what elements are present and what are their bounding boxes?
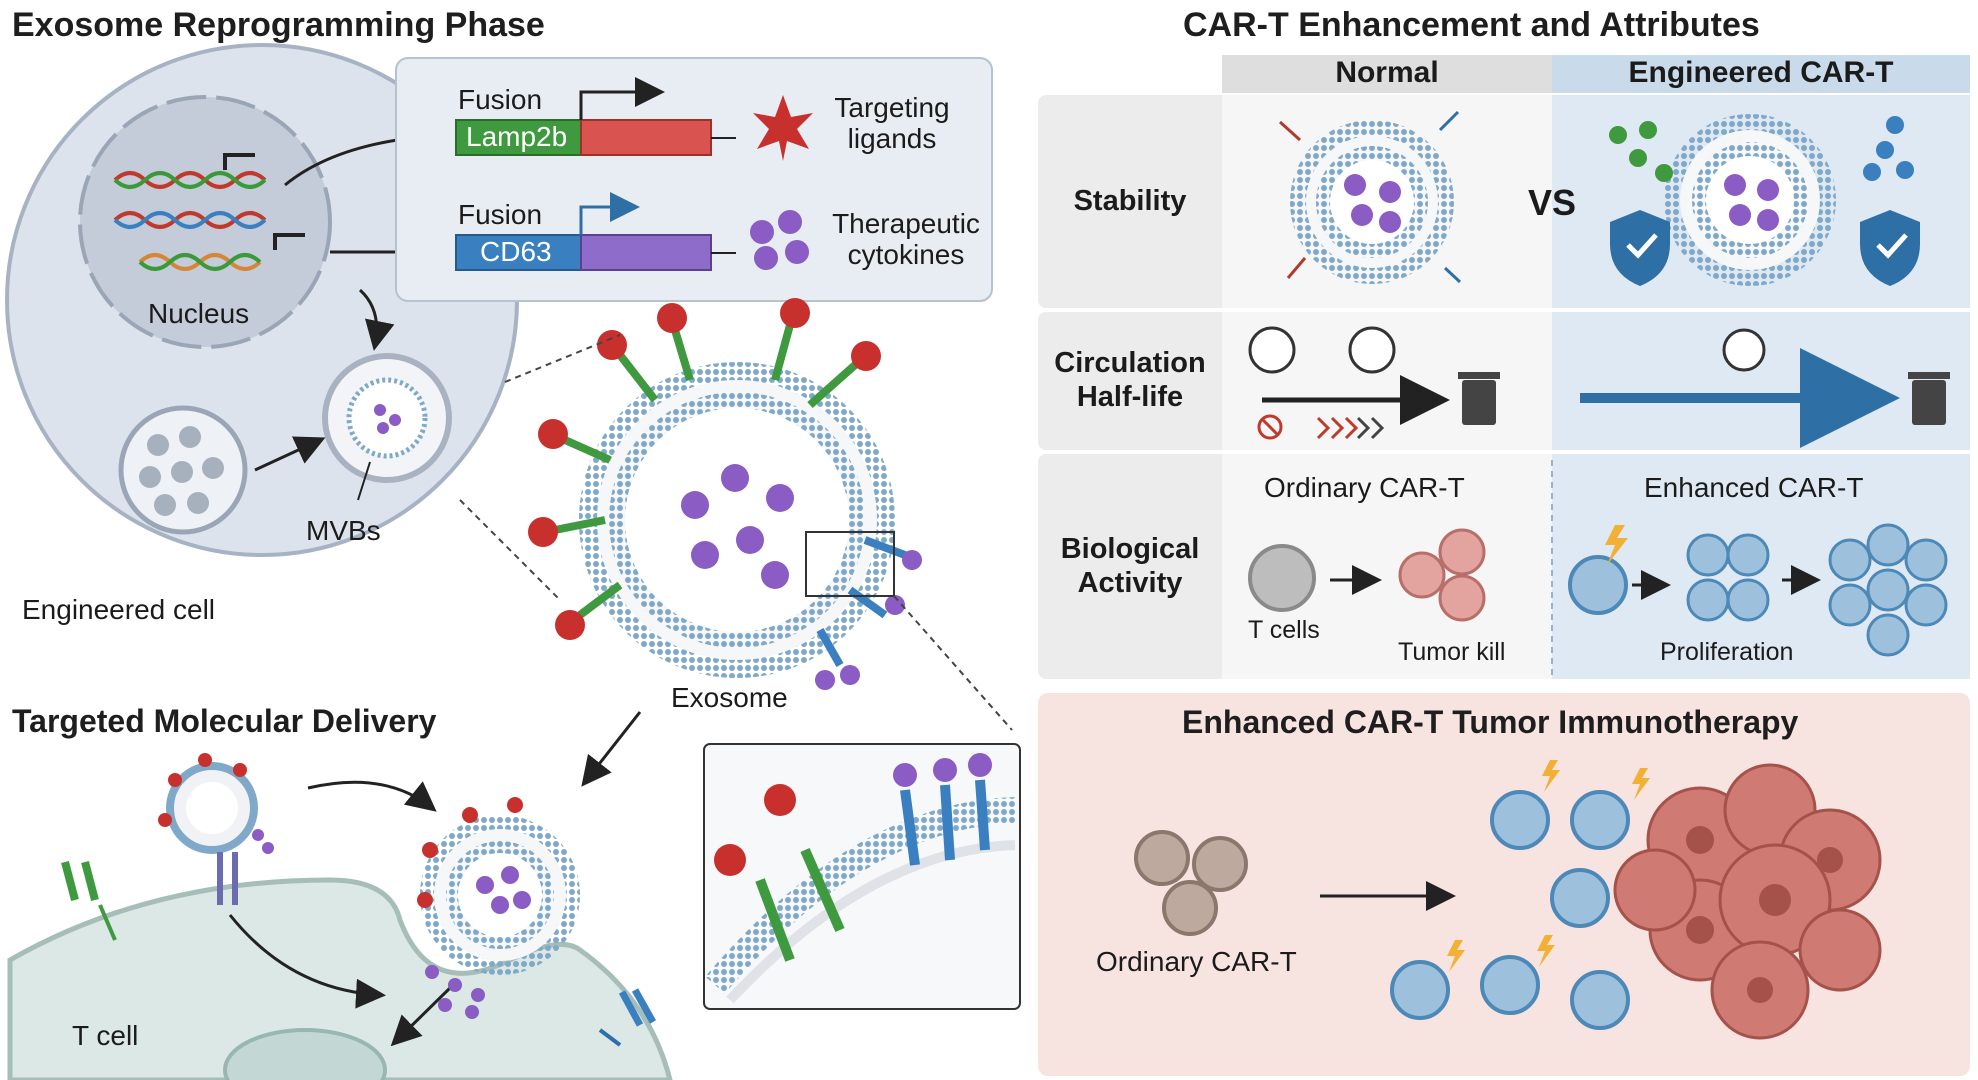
- lamp2b-label: Lamp2b: [466, 121, 568, 152]
- col-normal-header: Normal: [1335, 56, 1439, 89]
- ordinary-cart-label: Ordinary CAR-T: [1264, 472, 1465, 503]
- enhanced-t-cell-icon: [1568, 555, 1628, 615]
- delivery-title: Targeted Molecular Delivery: [12, 703, 437, 739]
- t-cell-membrane: [7, 877, 673, 1080]
- t-cells-label: T cells: [1248, 616, 1320, 644]
- immunotherapy-title: Enhanced CAR-T Tumor Immunotherapy: [1182, 704, 1799, 740]
- proliferation-label: Proliferation: [1660, 638, 1794, 666]
- enhanced-cart-label: Enhanced CAR-T: [1644, 472, 1864, 503]
- targeting-ligand-icon: [753, 95, 813, 161]
- t-cell-icon: [1248, 544, 1316, 612]
- cd63-label: CD63: [480, 236, 552, 267]
- t-cell-nucleus: [223, 1028, 387, 1080]
- tumor-cell-icon: [1398, 528, 1486, 622]
- phase-title: Exosome Reprogramming Phase: [12, 6, 545, 44]
- engineered-cell-label: Engineered cell: [22, 594, 216, 625]
- blue-molecule-icon: [1863, 116, 1914, 181]
- mvbs-label: MVBs: [306, 515, 381, 546]
- fusion-label-2: Fusion: [458, 199, 543, 230]
- vs-label: VS: [1527, 182, 1577, 223]
- trash-icon: [1458, 372, 1500, 425]
- table-header-normal: [1222, 55, 1552, 93]
- exosome-large: [528, 298, 922, 690]
- shield-icon: [1610, 210, 1920, 286]
- targeting-ligands-label: Targeting ligands: [834, 92, 950, 155]
- purple-bar: [580, 234, 712, 271]
- cart-cell-icons: [1390, 790, 1630, 1030]
- tumor-kill-label: Tumor kill: [1398, 638, 1506, 666]
- col-engineered-header: Engineered CAR-T: [1628, 56, 1894, 89]
- t-cell-label: T cell: [72, 1020, 139, 1051]
- no-icon: [1257, 414, 1283, 440]
- therapeutic-cytokines-label: Therapeutic cytokines: [832, 208, 980, 271]
- fusion-label-1: Fusion: [458, 84, 543, 115]
- engineered-vesicle-icon: [1664, 114, 1836, 286]
- right-title: CAR-T Enhancement and Attributes: [1183, 6, 1760, 44]
- lightning-icon: [1605, 525, 1628, 565]
- row-bio-label: Biological Activity: [1060, 533, 1200, 600]
- immuno-ordinary-label: Ordinary CAR-T: [1096, 946, 1297, 977]
- dna-strands: [113, 153, 305, 271]
- row-circulation-label: Circulation Half-life: [1054, 347, 1206, 414]
- row-stability-label: Stability: [1073, 185, 1187, 217]
- docked-exosome: [417, 797, 580, 975]
- ordinary-cart-icon: [1134, 830, 1248, 936]
- clock-icon: [1248, 326, 1766, 374]
- cytokines-icon: [750, 210, 809, 270]
- exosome-label: Exosome: [671, 682, 788, 713]
- table-header-engineered: [1552, 55, 1970, 93]
- green-molecule-icon: [1609, 121, 1673, 182]
- small-exosome: [158, 753, 274, 854]
- trash-icon-2: [1908, 372, 1950, 425]
- lamp2b-bar: [455, 119, 582, 156]
- red-bar: [580, 119, 712, 156]
- membrane-zoom-box: [703, 743, 1021, 1010]
- nucleus-label: Nucleus: [148, 298, 250, 329]
- normal-vesicle-icon: [1278, 110, 1462, 284]
